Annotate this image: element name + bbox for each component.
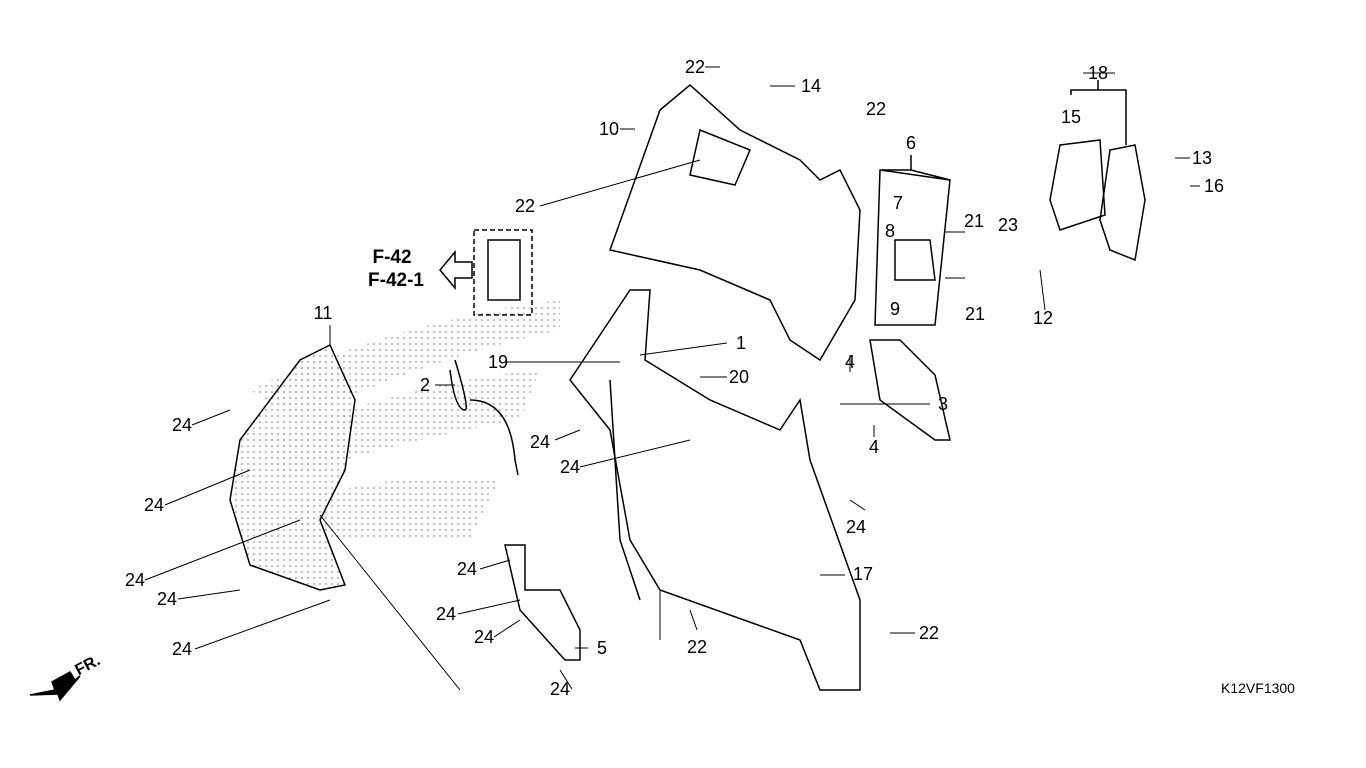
callout-22: 22	[865, 99, 887, 119]
part-2-cable	[449, 359, 519, 476]
callout-8: 8	[884, 221, 896, 241]
callout-24: 24	[559, 457, 581, 477]
callout-4: 4	[868, 437, 880, 457]
reference-f42[interactable]: F-42	[372, 247, 412, 268]
callout-6: 6	[905, 133, 917, 153]
callout-24: 24	[529, 432, 551, 452]
part-10-pocket	[689, 128, 751, 186]
callout-24: 24	[549, 679, 571, 699]
callout-7: 7	[892, 193, 904, 213]
part-17-tube	[609, 379, 641, 601]
callout-13: 13	[1191, 148, 1213, 168]
callout-23: 23	[997, 215, 1019, 235]
callout-24: 24	[456, 559, 478, 579]
callout-4: 4	[844, 352, 856, 372]
callout-11: 11	[313, 303, 333, 323]
callout-3: 3	[937, 394, 949, 414]
callout-22: 22	[686, 637, 708, 657]
front-arrow-icon	[29, 670, 81, 702]
callout-2: 2	[419, 375, 431, 395]
callout-24: 24	[124, 570, 146, 590]
part-3-lid	[869, 339, 951, 441]
callout-21: 21	[964, 304, 986, 324]
reference-f42-1[interactable]: F-42-1	[368, 270, 424, 291]
callout-18: 18	[1087, 63, 1109, 83]
part-10-inner-cover	[609, 84, 861, 362]
callout-24: 24	[156, 589, 178, 609]
callout-10: 10	[598, 119, 620, 139]
part-18-lid	[1099, 144, 1146, 262]
callout-24: 24	[171, 415, 193, 435]
callout-20: 20	[728, 367, 750, 387]
reference-arrow	[439, 249, 473, 291]
callout-21: 21	[963, 211, 985, 231]
callout-24: 24	[473, 627, 495, 647]
callout-24: 24	[171, 639, 193, 659]
callout-19: 19	[487, 352, 509, 372]
callout-24: 24	[143, 495, 165, 515]
callout-1: 1	[735, 333, 747, 353]
part-15-seal	[1049, 139, 1106, 231]
part-17-inner-panel	[569, 289, 861, 691]
part-6-lid	[894, 239, 936, 281]
callout-24: 24	[435, 604, 457, 624]
callout-9: 9	[889, 299, 901, 319]
part-5-bracket	[504, 544, 581, 661]
f42-detail-box	[473, 229, 533, 316]
callout-22: 22	[918, 623, 940, 643]
leader-lines	[144, 66, 1200, 691]
callout-12: 12	[1032, 308, 1054, 328]
switch-unit	[487, 239, 521, 301]
callout-14: 14	[800, 76, 822, 96]
callout-17: 17	[852, 564, 874, 584]
callout-16: 16	[1203, 176, 1225, 196]
callout-24: 24	[845, 517, 867, 537]
diagram-code: K12VF1300	[1221, 680, 1295, 696]
callout-15: 15	[1060, 107, 1082, 127]
callout-22: 22	[514, 196, 536, 216]
callout-5: 5	[596, 638, 608, 658]
part-11-cover	[229, 343, 356, 591]
callout-22: 22	[684, 57, 706, 77]
part-18-bracket	[1070, 80, 1127, 145]
part-6-group-bracket	[874, 155, 951, 326]
